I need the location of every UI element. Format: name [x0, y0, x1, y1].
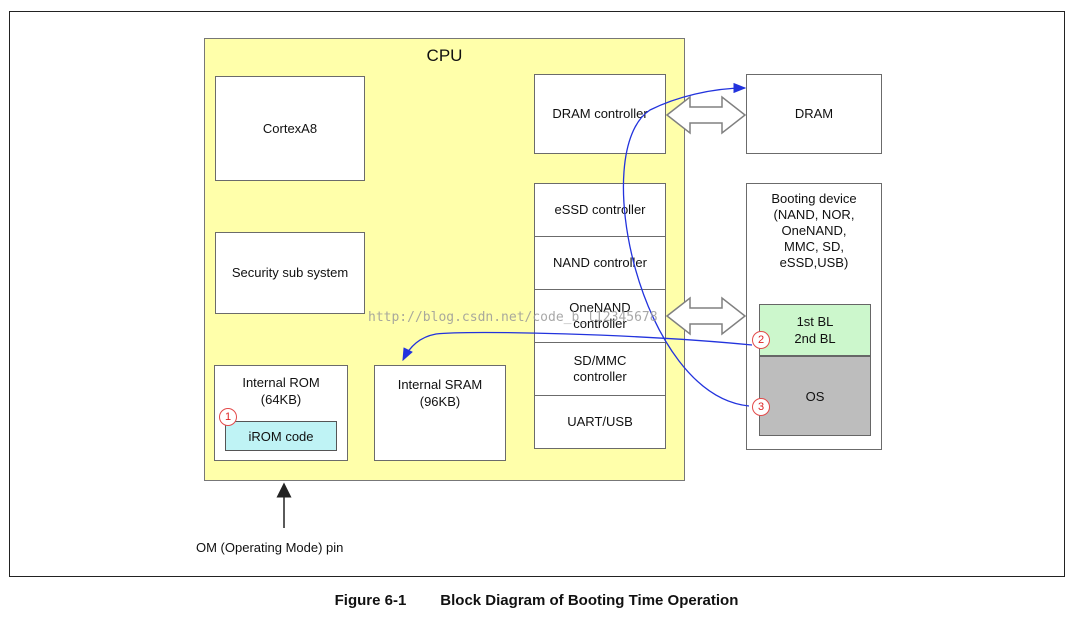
sdmmc-controller-block: SD/MMC controller [534, 342, 666, 396]
cortex-a8-label: CortexA8 [262, 120, 318, 136]
step-3-marker: 3 [752, 398, 770, 416]
uart-usb-label: UART/USB [567, 414, 633, 429]
nand-controller-block: NAND controller [534, 236, 666, 290]
cortex-a8-block: CortexA8 [215, 76, 365, 181]
figure-number: Figure 6-1 [334, 592, 407, 609]
figure-title: Block Diagram of Booting Time Operation [440, 592, 739, 609]
dram-label: DRAM [794, 106, 834, 121]
internal-sram-block: Internal SRAM (96KB) [374, 365, 506, 461]
os-block: OS [759, 356, 871, 436]
bootloader-block: 1st BL 2nd BL [759, 304, 871, 356]
security-subsystem-label: Security sub system [231, 265, 349, 280]
os-label: OS [805, 388, 825, 404]
dram-controller-label: DRAM controller [552, 106, 648, 121]
cpu-label: CPU [426, 46, 463, 65]
sdmmc-controller-label: SD/MMC controller [573, 353, 627, 384]
watermark-url: http://blog.csdn.net/code_b_l12345678 [368, 310, 658, 325]
step-3-number: 3 [757, 401, 765, 413]
security-subsystem-block: Security sub system [215, 232, 365, 314]
essd-controller-block: eSSD controller [534, 183, 666, 237]
internal-sram-label: Internal SRAM (96KB) [397, 377, 483, 409]
irom-code-label: iROM code [248, 428, 314, 444]
uart-usb-block: UART/USB [534, 395, 666, 449]
essd-controller-label: eSSD controller [554, 202, 646, 217]
onenand-bus-arrow [665, 296, 747, 336]
internal-rom-block: Internal ROM (64KB) iROM code [214, 365, 348, 461]
internal-rom-label: Internal ROM (64KB) [242, 375, 320, 407]
flow-arrow-os-to-dram [622, 82, 750, 407]
dram-block: DRAM [746, 74, 882, 154]
step-1-number: 1 [224, 411, 232, 423]
flow-arrow-bl-to-sram [402, 331, 753, 362]
step-2-marker: 2 [752, 331, 770, 349]
diagram-frame [9, 11, 1065, 577]
dram-bus-arrow [665, 95, 747, 135]
figure-caption: Figure 6-1 Block Diagram of Booting Time … [0, 592, 1073, 609]
step-1-marker: 1 [219, 408, 237, 426]
step-2-number: 2 [757, 334, 765, 346]
irom-code-block: iROM code [225, 421, 337, 451]
booting-device-block: Booting device (NAND, NOR, OneNAND, MMC,… [746, 183, 882, 450]
nand-controller-label: NAND controller [553, 255, 647, 270]
bootloader-label: 1st BL 2nd BL [794, 314, 836, 346]
om-pin-label: OM (Operating Mode) pin [196, 540, 344, 555]
booting-device-label: Booting device (NAND, NOR, OneNAND, MMC,… [771, 191, 857, 270]
onenand-controller-label: OneNAND controller [569, 300, 631, 331]
